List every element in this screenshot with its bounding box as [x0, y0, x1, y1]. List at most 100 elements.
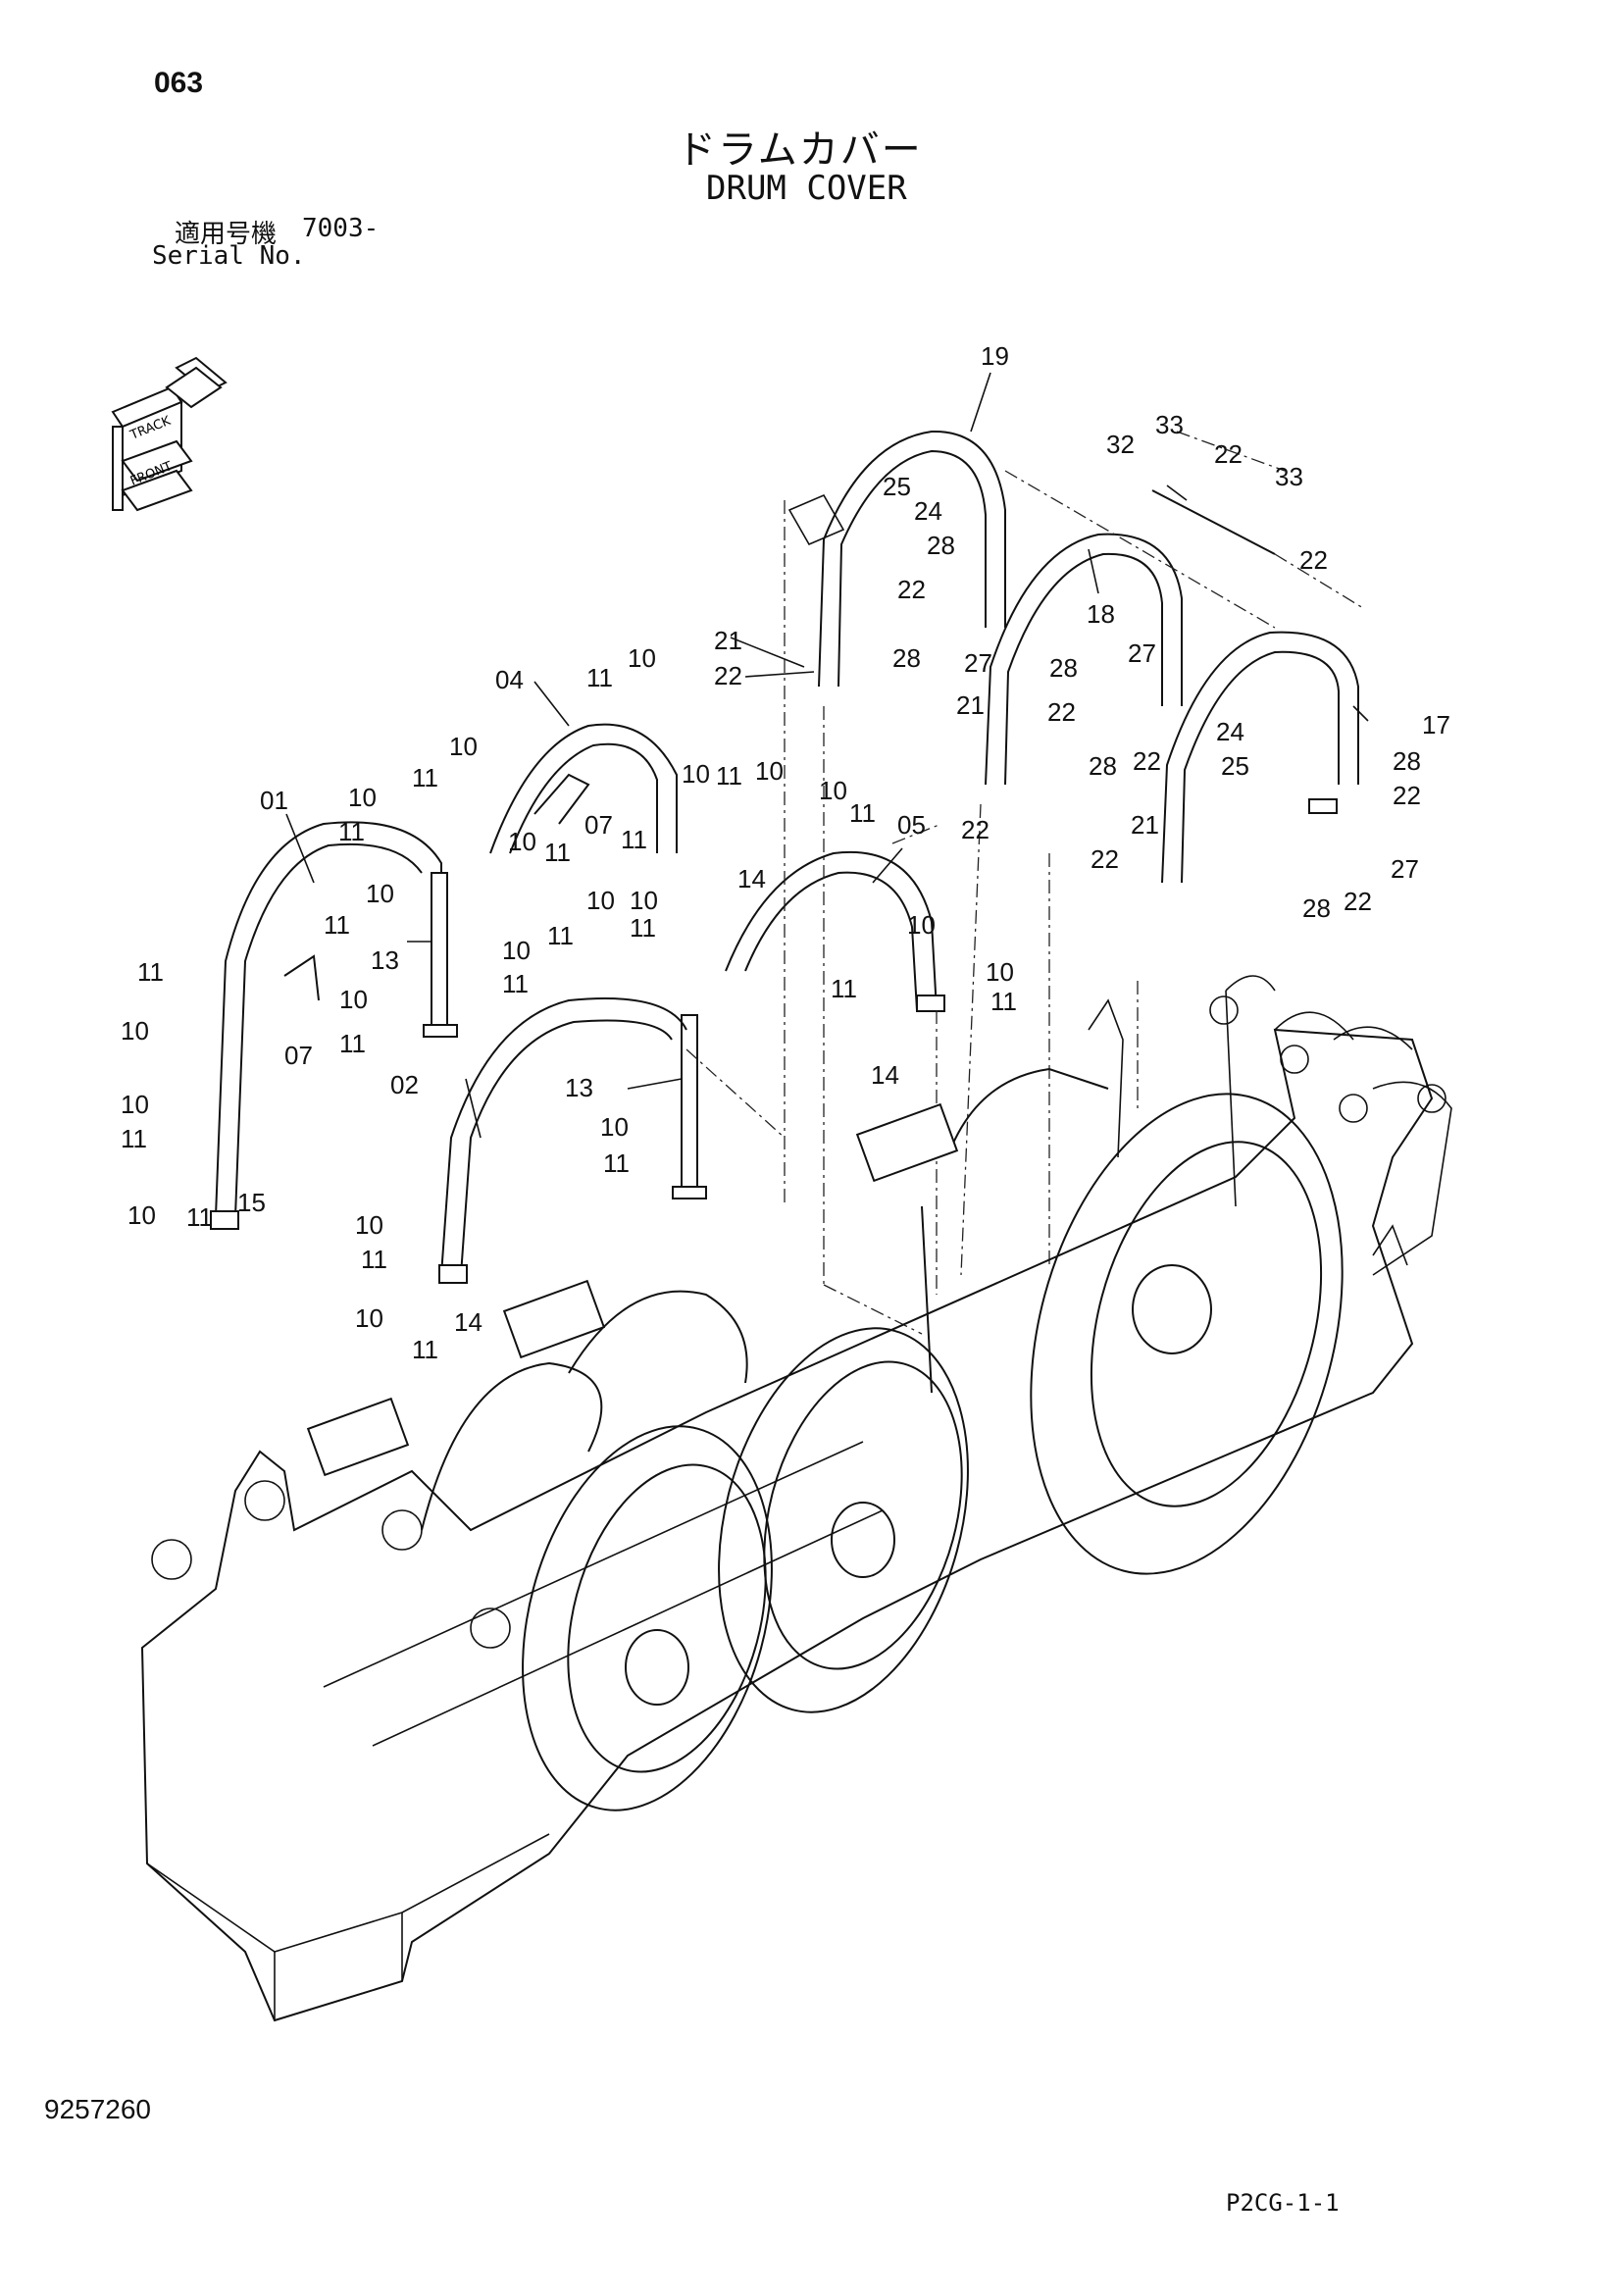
- part-label-22-f: 22: [714, 661, 742, 690]
- assembly-guide-lines: [685, 431, 1364, 1335]
- part-label-10-e: 10: [682, 759, 710, 789]
- leader-lines: [285, 372, 1369, 1139]
- part-label-10-j: 10: [339, 985, 368, 1014]
- part-label-04: 04: [495, 665, 524, 694]
- part-label-11-l: 11: [630, 913, 656, 943]
- part-label-28: 28: [927, 531, 955, 560]
- part-label-10-h: 10: [366, 879, 394, 908]
- part-label-11-b: 11: [412, 763, 438, 792]
- part-label-28-c: 28: [1049, 653, 1078, 683]
- part-label-22-c: 22: [1133, 746, 1161, 776]
- part-label-14-a: 14: [737, 864, 766, 893]
- part-label-22-d: 22: [1393, 781, 1421, 810]
- part-label-07-b: 07: [284, 1041, 313, 1070]
- part-label-22-g: 22: [961, 815, 990, 844]
- part-label-32: 32: [1106, 430, 1135, 459]
- part-label-10-f: 10: [755, 756, 784, 786]
- drum-middle: [718, 1327, 969, 1713]
- bracket-07: [283, 773, 590, 1001]
- part-label-22: 22: [897, 575, 926, 604]
- part-label-11-k: 11: [547, 921, 574, 950]
- part-label-15: 15: [237, 1188, 266, 1217]
- part-label-14-c: 14: [454, 1307, 482, 1337]
- document-number: 9257260: [44, 2094, 152, 2124]
- part-label-22-top-b: 22: [1299, 545, 1328, 575]
- part-label-33-b: 33: [1275, 462, 1303, 491]
- part-label-18: 18: [1087, 599, 1115, 629]
- part-label-11-j: 11: [339, 1029, 366, 1058]
- part-label-10-i: 10: [121, 1016, 149, 1046]
- serial-label-japanese: 適用号機: [175, 220, 278, 249]
- part-label-10-l: 10: [630, 886, 658, 915]
- part-label-10-o: 10: [986, 957, 1014, 987]
- part-label-11-q: 11: [186, 1202, 213, 1232]
- part-label-10-t: 10: [355, 1303, 383, 1333]
- part-label-21-c: 21: [1131, 810, 1159, 840]
- rod-32: [1151, 489, 1276, 555]
- part-label-11-a: 11: [586, 663, 613, 692]
- part-label-10-p: 10: [121, 1090, 149, 1119]
- part-label-28-b: 28: [892, 643, 921, 673]
- page-number: 063: [154, 67, 204, 99]
- part-label-07-a: 07: [584, 810, 613, 840]
- part-label-27-c: 27: [1391, 854, 1419, 884]
- part-label-10-g: 10: [819, 776, 847, 805]
- part-label-11-c: 11: [338, 817, 365, 846]
- part-label-11-p: 11: [121, 1124, 147, 1153]
- cover-18: [985, 533, 1183, 786]
- part-label-11-m: 11: [502, 969, 529, 998]
- part-label-11-r: 11: [603, 1148, 630, 1178]
- part-label-22-e: 22: [1344, 887, 1372, 916]
- part-label-13-b: 13: [565, 1073, 593, 1102]
- part-label-02: 02: [390, 1070, 419, 1099]
- part-label-24: 24: [914, 496, 942, 526]
- part-label-19: 19: [981, 341, 1009, 371]
- part-label-11-o: 11: [990, 987, 1017, 1016]
- machine-frame: [140, 975, 1452, 2022]
- part-label-11-d: 11: [544, 838, 571, 867]
- part-label-11-f: 11: [621, 825, 647, 854]
- part-label-10-a: 10: [628, 643, 656, 673]
- part-label-28-d: 28: [1089, 751, 1117, 781]
- part-label-21: 21: [714, 626, 742, 655]
- part-label-11-n: 11: [831, 974, 857, 1003]
- cover-01: [210, 821, 442, 1230]
- part-label-22-top: 22: [1214, 439, 1243, 469]
- part-label-10-r: 10: [600, 1112, 629, 1142]
- title-english: DRUM COVER: [706, 169, 907, 208]
- cover-04: [489, 723, 678, 854]
- part-label-25: 25: [883, 472, 911, 501]
- part-label-22-h: 22: [1091, 844, 1119, 874]
- part-label-11-e: 11: [716, 761, 742, 791]
- cover-17: [1161, 631, 1359, 884]
- part-label-28-f: 28: [1302, 893, 1331, 923]
- part-label-27: 27: [964, 648, 992, 678]
- serial-label-english: Serial No.: [152, 241, 306, 271]
- part-label-28-e: 28: [1393, 746, 1421, 776]
- part-label-10-s: 10: [355, 1210, 383, 1240]
- orientation-icon: TRACK FRONT: [111, 356, 228, 512]
- part-label-11-i: 11: [137, 957, 164, 987]
- part-label-25-b: 25: [1221, 751, 1249, 781]
- part-label-01: 01: [260, 786, 288, 815]
- drum-motors: [306, 1102, 959, 1477]
- part-label-10-k: 10: [586, 886, 615, 915]
- cover-19: [787, 430, 1006, 688]
- title-japanese: ドラムカバー: [677, 128, 923, 173]
- post-13: [423, 872, 707, 1199]
- part-label-24-b: 24: [1216, 717, 1244, 746]
- part-label-22-b: 22: [1047, 697, 1076, 727]
- part-label-21-b: 21: [956, 690, 985, 720]
- serial-value: 7003-: [302, 214, 380, 243]
- part-label-05: 05: [897, 810, 926, 840]
- drum-rear: [921, 1067, 1344, 1575]
- part-label-10-d: 10: [508, 827, 536, 856]
- part-label-14-b: 14: [871, 1060, 899, 1090]
- part-label-13-a: 13: [371, 945, 399, 975]
- part-label-11-h: 11: [324, 910, 350, 940]
- part-label-27-b: 27: [1128, 638, 1156, 668]
- part-label-17: 17: [1422, 710, 1450, 740]
- part-label-10-m: 10: [502, 936, 531, 965]
- part-label-10-n: 10: [907, 910, 936, 940]
